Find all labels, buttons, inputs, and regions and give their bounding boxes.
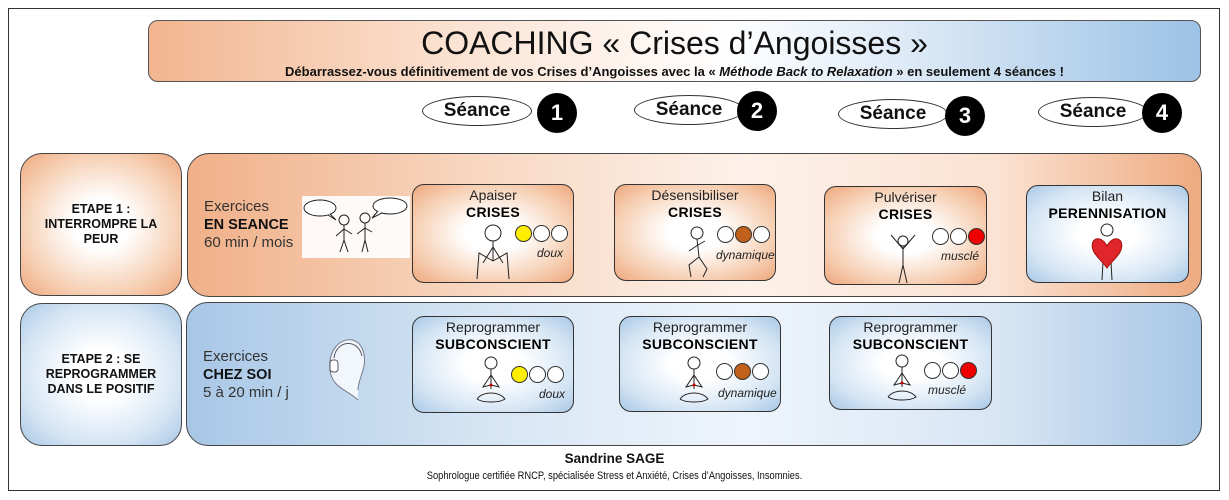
intensity-dot: [924, 362, 941, 379]
intensity-dot-filled: [968, 228, 985, 245]
outer-frame: [8, 8, 1220, 491]
intensity-dot: [529, 366, 546, 383]
card-title: Reprogrammer: [652, 319, 748, 335]
headphones-head-icon: [329, 339, 365, 401]
ex-line2: CHEZ SOI: [203, 367, 272, 383]
heart-figure-icon: [1091, 223, 1123, 281]
card-apaiser-crises: Apaiser CRISES doux: [412, 184, 574, 283]
intensity-dots: [716, 363, 769, 380]
intensity-label: doux: [539, 387, 566, 401]
subtitle-text: Débarrassez-vous définitivement de vos C…: [285, 64, 720, 79]
author-name: Sandrine SAGE: [564, 451, 665, 466]
intensity-dot-filled: [511, 366, 528, 383]
card-subtitle: CRISES: [466, 204, 520, 220]
subtitle-text-end: » en seulement 4 séances !: [892, 64, 1064, 79]
seance-1-number: 1: [537, 93, 577, 133]
card-title: Reprogrammer: [445, 319, 541, 335]
card-subtitle: SUBCONSCIENT: [435, 336, 551, 352]
meditating-figure-icon: [887, 354, 917, 401]
card-bilan-perennisation: Bilan PERENNISATION: [1026, 185, 1189, 283]
intensity-label: doux: [537, 246, 564, 260]
etape-2-box: ETAPE 2 : SE REPROGRAMMER DANS LE POSITI…: [20, 303, 182, 446]
intensity-dots: [717, 226, 770, 243]
card-reprogrammer-2: Reprogrammer SUBCONSCIENT dynamique: [619, 316, 781, 412]
ex-line1: Exercices: [203, 348, 269, 365]
card-pulveriser-crises: Pulvériser CRISES musclé: [824, 186, 987, 285]
intensity-dot: [551, 225, 568, 242]
card-title: Désensibiliser: [651, 187, 739, 203]
dancing-figure-icon: [688, 226, 708, 278]
seance-4-number: 4: [1142, 93, 1182, 133]
card-title: Pulvériser: [874, 189, 937, 205]
card-subtitle: SUBCONSCIENT: [852, 336, 969, 352]
seance-1-label: Séance: [422, 96, 532, 126]
card-title: Bilan: [1091, 188, 1124, 204]
page-subtitle: Débarrassez-vous définitivement de vos C…: [149, 64, 1200, 79]
card-title: Reprogrammer: [863, 319, 958, 335]
intensity-dot: [752, 363, 769, 380]
header-banner: COACHING « Crises d’Angoisses » Débarras…: [148, 20, 1201, 82]
method-name: Méthode Back to Relaxation: [719, 64, 893, 79]
intensity-label: musclé: [928, 383, 967, 397]
ex-line1: Exercices: [204, 198, 270, 215]
meditating-figure-icon: [476, 356, 506, 403]
intensity-dot: [716, 363, 733, 380]
card-reprogrammer-3: Reprogrammer SUBCONSCIENT musclé: [829, 316, 992, 410]
card-subtitle: CRISES: [878, 206, 933, 222]
card-title: Apaiser: [469, 187, 517, 203]
etape-1-exercises: Exercices EN SEANCE 60 min / mois: [204, 198, 293, 252]
page-title: COACHING « Crises d’Angoisses »: [421, 25, 928, 61]
card-subtitle: PERENNISATION: [1048, 205, 1167, 221]
intensity-dot: [547, 366, 564, 383]
intensity-dot: [942, 362, 959, 379]
intensity-label: dynamique: [718, 386, 777, 400]
ex-line3: 5 à 20 min / j: [203, 384, 289, 401]
card-subtitle: CRISES: [668, 204, 722, 220]
etape-2-label: ETAPE 2 : SE REPROGRAMMER DANS LE POSITI…: [45, 352, 157, 396]
intensity-dots: [511, 366, 564, 383]
sitting-figure-icon: [476, 224, 510, 280]
etape-1-box: ETAPE 1 : INTERROMPRE LA PEUR: [20, 153, 182, 296]
card-subtitle: SUBCONSCIENT: [642, 336, 758, 352]
intensity-dot-filled: [960, 362, 977, 379]
seance-3-label: Séance: [838, 99, 948, 129]
intensity-label: musclé: [941, 249, 980, 263]
author-description: Sophrologue certifiée RNCP, spécialisée …: [426, 470, 803, 482]
etape-1-label: ETAPE 1 : INTERROMPRE LA PEUR: [44, 202, 158, 246]
arms-up-figure-icon: [890, 234, 916, 284]
ex-line2: EN SEANCE: [204, 217, 289, 233]
card-desensibiliser-crises: Désensibiliser CRISES dynamique: [614, 184, 776, 281]
intensity-dot: [932, 228, 949, 245]
intensity-dot: [533, 225, 550, 242]
conversation-illustration-icon: [302, 196, 410, 258]
seance-4-label: Séance: [1038, 97, 1148, 127]
seance-2-number: 2: [737, 91, 777, 131]
intensity-dots: [924, 362, 977, 379]
ex-line3: 60 min / mois: [204, 234, 294, 251]
meditating-figure-icon: [679, 356, 709, 403]
intensity-dots: [515, 225, 568, 242]
etape-2-exercises: Exercices CHEZ SOI 5 à 20 min / j: [203, 348, 289, 402]
intensity-label: dynamique: [716, 248, 775, 262]
intensity-dots: [932, 228, 985, 245]
seance-3-number: 3: [945, 96, 985, 136]
card-reprogrammer-1: Reprogrammer SUBCONSCIENT doux: [412, 316, 574, 413]
intensity-dot: [950, 228, 967, 245]
seance-2-label: Séance: [634, 95, 744, 125]
intensity-dot: [717, 226, 734, 243]
intensity-dot-filled: [734, 363, 751, 380]
intensity-dot-filled: [735, 226, 752, 243]
intensity-dot: [753, 226, 770, 243]
intensity-dot-filled: [515, 225, 532, 242]
